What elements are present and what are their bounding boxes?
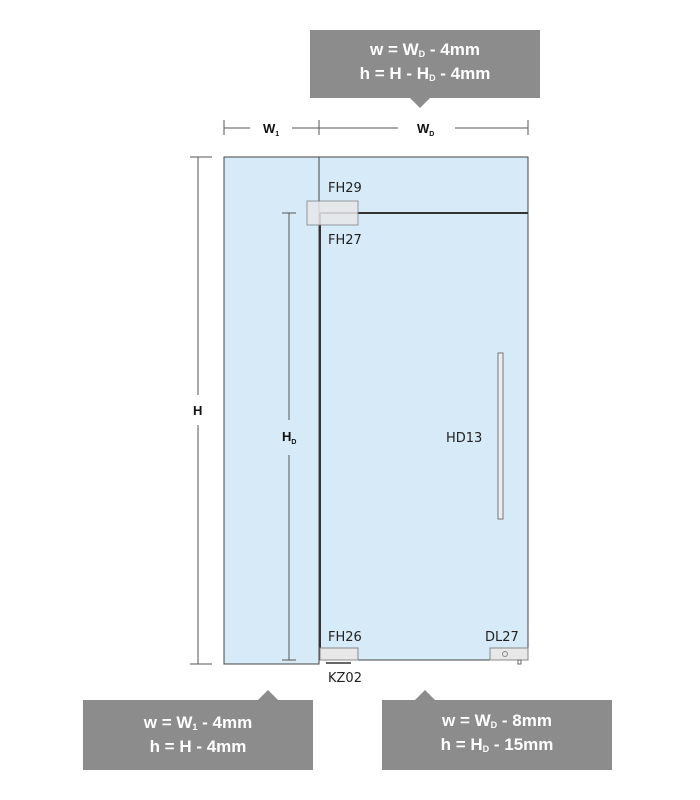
side-panel-formula-box: w = W1 - 4mm h = H - 4mm: [83, 700, 313, 770]
door-glass-formula-box: w = WD - 4mm h = H - HD - 4mm: [310, 30, 540, 98]
fh29-clamp: [306, 200, 359, 226]
pointer-left: [258, 690, 278, 700]
formula-height: h = HD - 15mm: [440, 735, 554, 754]
wd-label: WD: [417, 121, 434, 138]
formula-width: w = W1 - 4mm: [143, 713, 253, 732]
formula-width: w = WD - 8mm: [442, 711, 552, 730]
pointer-top: [410, 98, 430, 108]
w1-label: W1: [263, 121, 279, 138]
fh26-label: FH26: [328, 630, 362, 645]
dl27-lock: [489, 647, 529, 661]
fh26-clamp: [319, 647, 359, 661]
kz02-label: KZ02: [328, 671, 362, 686]
dl27-label: DL27: [485, 630, 519, 645]
side-panel-glass: [223, 156, 320, 665]
hd-label: HD: [282, 429, 296, 446]
h-label: H: [193, 403, 202, 418]
hd13-handle: [497, 352, 504, 520]
door-formula-box: w = WD - 8mm h = HD - 15mm: [382, 700, 612, 770]
formula-height: h = H - HD - 4mm: [359, 64, 491, 83]
key-icon: [502, 651, 508, 657]
door-area-glass: [318, 156, 529, 661]
hd13-label: HD13: [446, 431, 482, 446]
pointer-right: [415, 690, 435, 700]
fh27-label: FH27: [328, 233, 362, 248]
fh29-label: FH29: [328, 181, 362, 196]
formula-height: h = H - 4mm: [149, 737, 247, 756]
formula-width: w = WD - 4mm: [370, 40, 480, 59]
